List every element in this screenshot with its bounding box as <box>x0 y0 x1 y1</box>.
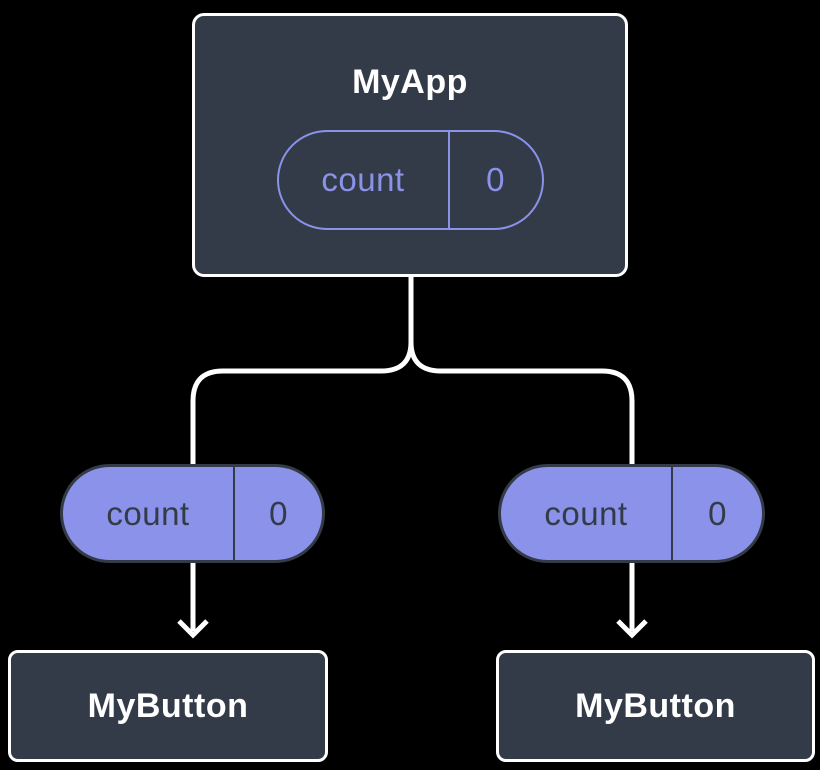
component-title-mybutton-left: MyButton <box>87 687 249 725</box>
prop-pill-left-value: 0 <box>233 467 322 560</box>
prop-pill-left: count 0 <box>60 464 325 563</box>
component-card-myapp: MyApp count 0 <box>192 13 628 277</box>
state-pill-root: count 0 <box>276 130 544 230</box>
prop-pill-right-value: 0 <box>671 467 762 560</box>
arrow-right-head <box>616 619 648 639</box>
connector-root-to-right-pill <box>408 275 635 465</box>
arrow-down-left-icon <box>177 562 209 639</box>
arrow-down-right-icon <box>616 562 648 639</box>
prop-pill-right: count 0 <box>498 464 765 563</box>
prop-pill-left-label: count <box>106 494 190 532</box>
component-card-mybutton-right: MyButton <box>496 650 815 762</box>
state-pill-root-label: count <box>321 161 405 198</box>
state-pill-root-value: 0 <box>447 132 542 228</box>
component-title-myapp: MyApp <box>352 63 468 101</box>
arrow-left-head <box>177 619 209 639</box>
component-title-mybutton-right: MyButton <box>575 687 736 725</box>
prop-pill-right-label: count <box>544 494 628 532</box>
component-card-mybutton-left: MyButton <box>8 650 328 762</box>
connector-root-to-left-pill <box>190 275 414 465</box>
